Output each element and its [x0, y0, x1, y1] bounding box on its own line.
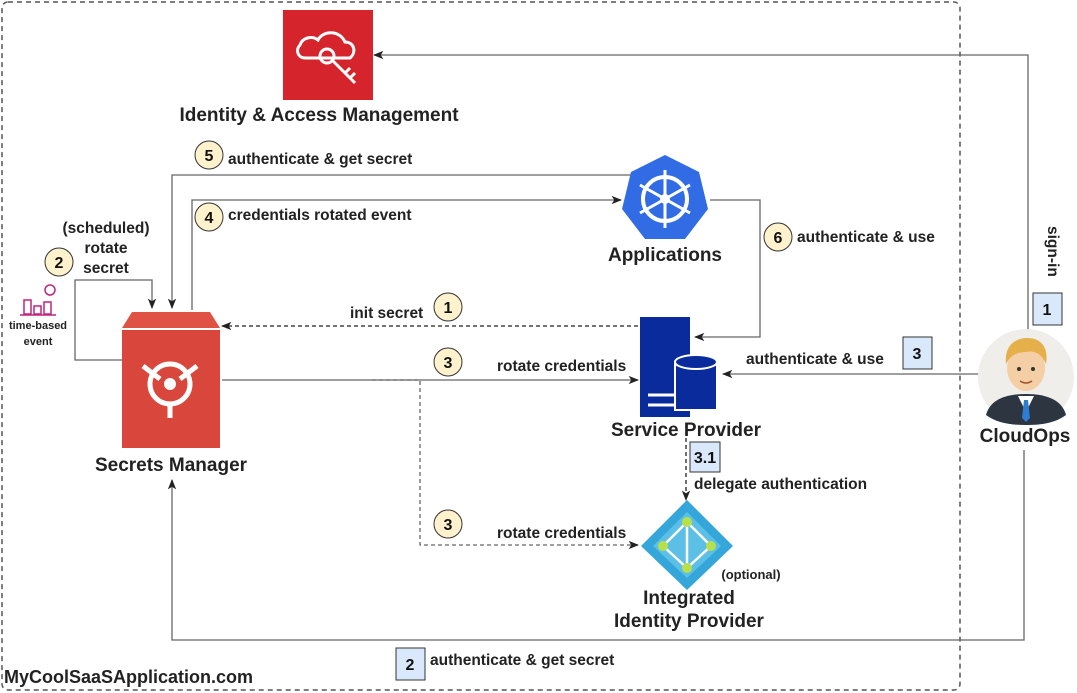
step-6-number: 6 [774, 230, 783, 247]
iam-node: Identity & Access Management [179, 10, 459, 126]
step-square-1 [1032, 292, 1063, 326]
applications-node: Applications [608, 155, 722, 266]
step-4-label: credentials rotated event [228, 207, 411, 224]
iam-key-icon [283, 10, 373, 100]
user-avatar-icon [978, 329, 1074, 425]
step-square-3-1 [689, 441, 721, 473]
step-3-rotate-idp-label: rotate credentials [497, 525, 626, 542]
step-3-rotate-label: rotate credentials [497, 358, 626, 375]
step-badge-2-scheduled [44, 247, 74, 277]
edge-4-credentials-rotated [191, 195, 623, 310]
applications-label: Applications [608, 245, 722, 266]
step-square-3-1-label: delegate authentication [694, 476, 867, 493]
step-badge-1 [433, 292, 463, 322]
step-square-3-label: authenticate & use [746, 351, 884, 368]
container-label: MyCoolSaaSApplication.com [4, 667, 253, 687]
clock-chart-icon [20, 284, 56, 316]
identity-provider-label-2: Identity Provider [614, 611, 765, 632]
step-6-label: authenticate & use [797, 229, 935, 246]
step-badge-3-rotate-idp [433, 509, 463, 539]
secrets-manager-label: Secrets Manager [95, 455, 248, 476]
step-1-label: init secret [350, 305, 423, 322]
step-2-label-1: (scheduled) [63, 220, 150, 237]
iam-label: Identity & Access Management [179, 105, 459, 126]
step-5-number: 5 [205, 148, 214, 165]
step-square-3-1-number: 3.1 [694, 450, 716, 467]
sign-in-label: sign-in [1044, 226, 1061, 277]
time-event-label-1: time-based [9, 320, 67, 332]
cloudops-node: CloudOps [978, 329, 1074, 447]
step-square-2-number: 2 [406, 657, 415, 674]
step-square-1-number: 1 [1043, 302, 1052, 319]
secrets-manager-icon [122, 312, 220, 328]
step-square-3-number: 3 [913, 346, 922, 363]
step-5-label: authenticate & get secret [228, 151, 412, 168]
edge-2-scheduled-rotate [74, 279, 157, 361]
step-4-number: 4 [205, 210, 214, 227]
step-badge-6 [763, 222, 793, 252]
edge-6-authenticate-use [693, 199, 761, 342]
step-badge-5 [194, 140, 224, 170]
edge-3-rotate-credentials-idp [372, 379, 640, 550]
identity-provider-node: (optional) Integrated Identity Provider [614, 500, 781, 632]
step-3-rotate-idp-number: 3 [444, 517, 453, 534]
step-square-2-label: authenticate & get secret [430, 652, 614, 669]
step-badge-4 [194, 202, 224, 232]
edge-2-authenticate-get-secret [167, 450, 1025, 641]
time-event-label-2: event [24, 336, 53, 348]
step-1-number: 1 [444, 300, 453, 317]
service-provider-label: Service Provider [611, 420, 762, 441]
step-3-rotate-number: 3 [444, 355, 453, 372]
step-badge-3-rotate [433, 347, 463, 377]
identity-provider-note: (optional) [721, 567, 780, 582]
step-square-2 [395, 647, 426, 681]
step-2-scheduled-number: 2 [55, 255, 64, 272]
service-provider-node: Service Provider [611, 317, 762, 441]
edge-sign-in [372, 50, 1029, 330]
step-square-3 [902, 336, 933, 370]
time-event-node: time-based event [9, 284, 67, 348]
step-2-label-3: secret [83, 260, 129, 277]
app-boundary [1, 1, 961, 691]
edge-5-authenticate-get-secret [167, 174, 641, 310]
secrets-manager-node: Secrets Manager [95, 312, 248, 476]
cloudops-label: CloudOps [980, 426, 1071, 447]
identity-provider-label-1: Integrated [643, 588, 735, 609]
step-2-label-2: rotate [84, 240, 127, 257]
